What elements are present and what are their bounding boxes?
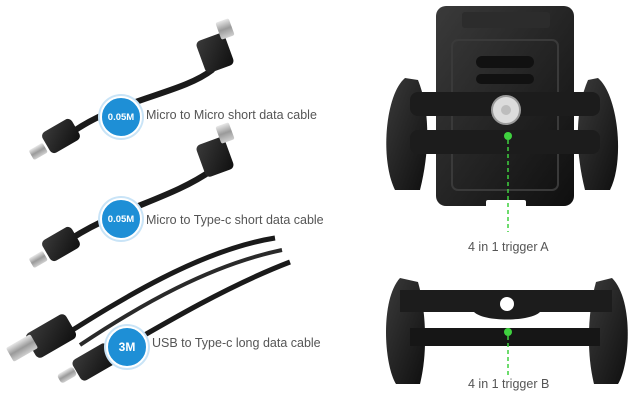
trigger-b-marker — [504, 328, 512, 336]
cable-label-3: USB to Type-c long data cable — [152, 336, 321, 350]
trigger-b — [386, 278, 628, 384]
cable-label-1: Micro to Micro short data cable — [146, 108, 317, 122]
cable-label-2: Micro to Type-c short data cable — [146, 213, 324, 227]
trigger-a — [386, 6, 619, 232]
trigger-a-marker — [504, 132, 512, 140]
trigger-b-label: 4 in 1 trigger B — [468, 377, 550, 391]
trigger-a-label: 4 in 1 trigger A — [468, 240, 549, 254]
cable-micro-micro — [29, 18, 235, 160]
length-badge-3: 3M — [106, 326, 148, 368]
length-badge-1: 0.05M — [100, 96, 142, 138]
cable-micro-typec — [29, 122, 235, 268]
cable-usb-typec — [6, 235, 291, 383]
length-badge-2: 0.05M — [100, 198, 142, 240]
